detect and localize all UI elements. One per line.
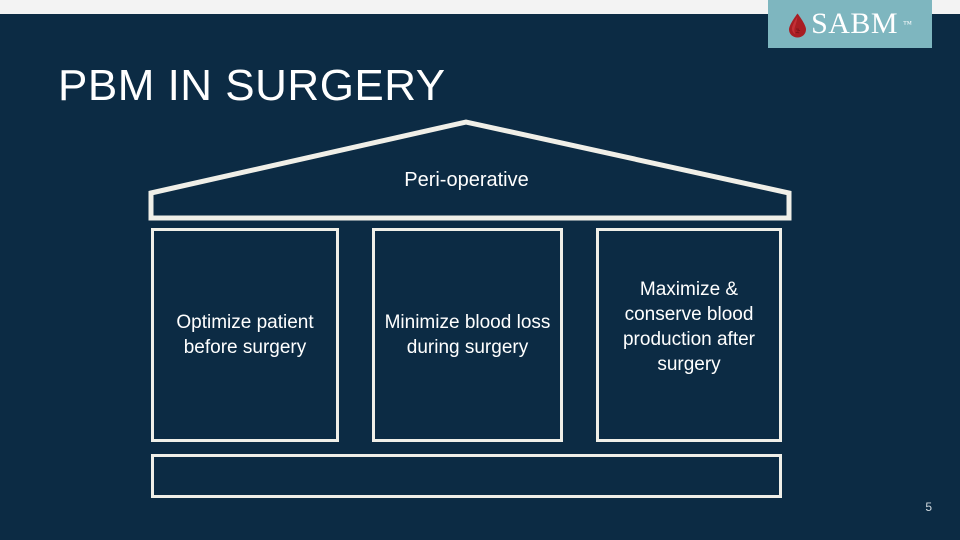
sabm-logo: SABM ™ [768,0,932,48]
trademark-symbol: ™ [903,19,912,29]
page-number: 5 [925,500,932,514]
pillar-optimize-before: Optimize patient before surgery [151,228,339,442]
top-white-band [0,0,960,14]
roof-label: Peri-operative [404,169,529,191]
page-title: PBM IN SURGERY [58,61,446,110]
pillar-minimize-during: Minimize blood loss during surgery [372,228,563,442]
pillar-1-label: Optimize patient before surgery [176,311,314,358]
foundation-bar [151,454,782,498]
pillar-2-label: Minimize blood loss during surgery [384,311,551,358]
blood-drop-icon [788,13,807,38]
pillar-3-label: Maximize & conserve blood production aft… [622,279,756,376]
sabm-wordmark: SABM [811,7,899,40]
pillar-maximize-after: Maximize & conserve blood production aft… [596,228,782,442]
